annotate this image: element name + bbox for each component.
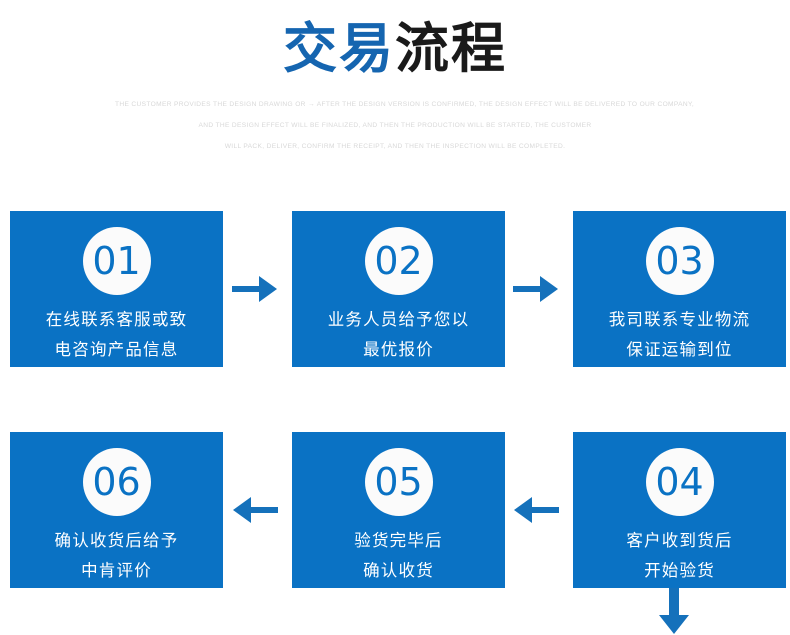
step-label-03: 我司联系专业物流 保证运输到位 <box>573 305 786 365</box>
step-number-badge-01: 01 <box>82 227 151 295</box>
step-number-badge-05: 05 <box>364 448 433 516</box>
step-number-badge-06: 06 <box>82 448 151 516</box>
page-title-highlight: 交易 <box>283 19 395 79</box>
subtitle-line-2: AND THE DESIGN EFFECT WILL BE FINALIZED,… <box>198 122 592 130</box>
arrow-right-02-to-03 <box>513 271 559 307</box>
step-label-05-line2: 确认收货 <box>363 562 434 580</box>
step-number-badge-04: 04 <box>645 448 714 516</box>
step-number-02: 02 <box>374 239 423 283</box>
page-subtitle: THE CUSTOMER PROVIDES THE DESIGN DRAWING… <box>115 94 695 157</box>
step-number-06: 06 <box>92 460 141 504</box>
arrow-left-04-to-05 <box>513 492 559 528</box>
step-label-01-line1: 在线联系客服或致 <box>45 311 188 329</box>
step-number-01: 01 <box>92 239 141 283</box>
subtitle-line-3: WILL PACK, DELIVER, CONFIRM THE RECEIPT,… <box>224 143 566 151</box>
step-label-02-line1: 业务人员给予您以 <box>327 311 470 329</box>
flow-row-bottom: 06 确认收货后给予 中肯评价 05 验货完毕后 确认收货 <box>0 432 790 588</box>
arrow-down-03-to-04 <box>656 585 692 635</box>
step-number-04: 04 <box>655 460 704 504</box>
step-card-03[interactable]: 03 我司联系专业物流 保证运输到位 <box>573 211 786 367</box>
step-label-05-line1: 验货完毕后 <box>354 532 443 550</box>
step-card-06[interactable]: 06 确认收货后给予 中肯评价 <box>10 432 223 588</box>
page-header: 交易流程 THE CUSTOMER PROVIDES THE DESIGN DR… <box>0 0 790 157</box>
step-label-03-line1: 我司联系专业物流 <box>608 311 751 329</box>
step-number-05: 05 <box>374 460 423 504</box>
step-label-02-line2: 最优报价 <box>363 341 434 359</box>
step-label-04-line1: 客户收到货后 <box>626 532 733 550</box>
page-title-rest: 流程 <box>395 19 507 79</box>
step-label-04-line2: 开始验货 <box>644 562 715 580</box>
step-number-badge-02: 02 <box>364 227 433 295</box>
step-number-03: 03 <box>655 239 704 283</box>
step-label-06: 确认收货后给予 中肯评价 <box>10 526 223 586</box>
step-label-01: 在线联系客服或致 电咨询产品信息 <box>10 305 223 365</box>
flow-row-top: 01 在线联系客服或致 电咨询产品信息 02 业务人员给予您以 最优报价 <box>0 211 790 367</box>
arrow-right-01-to-02 <box>232 271 278 307</box>
arrow-left-05-to-06 <box>232 492 278 528</box>
step-label-03-line2: 保证运输到位 <box>626 341 733 359</box>
step-label-02: 业务人员给予您以 最优报价 <box>292 305 505 365</box>
step-label-01-line2: 电咨询产品信息 <box>54 341 179 359</box>
step-label-06-line1: 确认收货后给予 <box>54 532 179 550</box>
step-card-02[interactable]: 02 业务人员给予您以 最优报价 <box>292 211 505 367</box>
step-label-04: 客户收到货后 开始验货 <box>573 526 786 586</box>
step-label-05: 验货完毕后 确认收货 <box>292 526 505 586</box>
step-label-06-line2: 中肯评价 <box>81 562 152 580</box>
step-number-badge-03: 03 <box>645 227 714 295</box>
step-card-01[interactable]: 01 在线联系客服或致 电咨询产品信息 <box>10 211 223 367</box>
process-flow: 01 在线联系客服或致 电咨询产品信息 02 业务人员给予您以 最优报价 <box>0 211 790 634</box>
subtitle-line-1: THE CUSTOMER PROVIDES THE DESIGN DRAWING… <box>115 101 695 109</box>
step-card-04[interactable]: 04 客户收到货后 开始验货 <box>573 432 786 588</box>
page-title: 交易流程 <box>0 18 790 80</box>
step-card-05[interactable]: 05 验货完毕后 确认收货 <box>292 432 505 588</box>
